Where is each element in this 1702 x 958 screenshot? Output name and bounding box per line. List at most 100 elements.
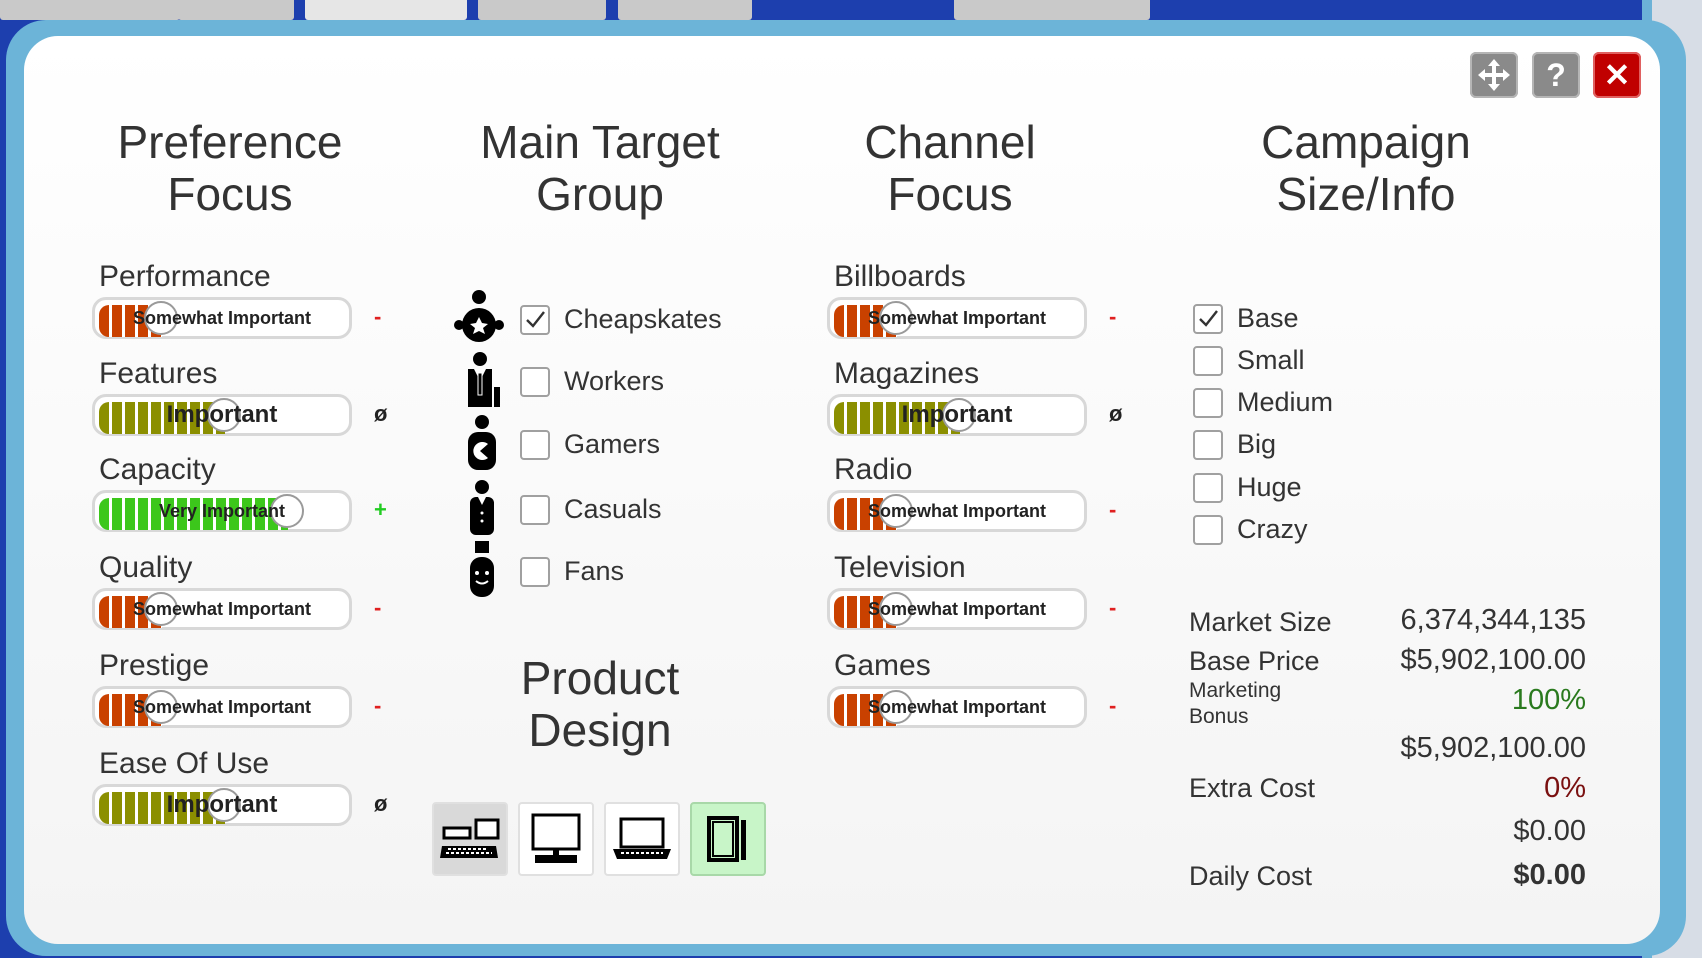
preference-slider-knob[interactable]	[207, 788, 241, 822]
size-big-checkbox[interactable]	[1193, 430, 1223, 460]
preference-label: Capacity	[99, 453, 216, 486]
main-target-group-title: Main Target Group	[480, 116, 720, 220]
design-tablet-button[interactable]	[690, 802, 766, 876]
preference-sign: -	[374, 304, 382, 329]
preference-level-text: Somewhat Important	[132, 598, 311, 619]
size-medium-checkbox[interactable]	[1193, 388, 1223, 418]
background-tab	[178, 0, 294, 20]
size-crazy-label: Crazy	[1237, 514, 1308, 544]
move-button[interactable]	[1470, 52, 1518, 98]
channel-slider-fill	[834, 402, 960, 434]
size-base-checkbox[interactable]	[1193, 304, 1223, 334]
channel-slider-knob[interactable]	[879, 301, 913, 335]
channel-slider[interactable]: Somewhat Important	[827, 588, 1087, 630]
channel-slider-knob[interactable]	[879, 592, 913, 626]
close-icon: ✕	[1603, 57, 1631, 93]
preference-level-text: Somewhat Important	[132, 307, 311, 328]
target-fans-checkbox[interactable]	[520, 557, 550, 587]
preference-slider[interactable]: Somewhat Important	[92, 588, 352, 630]
channel-label: Television	[834, 551, 966, 584]
channel-label: Billboards	[834, 260, 966, 293]
size-huge-label: Huge	[1237, 472, 1302, 502]
preference-label: Ease Of Use	[99, 747, 270, 780]
target-workers-label: Workers	[564, 366, 665, 396]
preference-slider-knob[interactable]	[144, 690, 178, 724]
preference-sign: -	[374, 595, 382, 620]
preference-slider-fill	[99, 792, 225, 824]
desktop-monitor-icon	[531, 813, 581, 863]
preference-sign: ø	[374, 401, 388, 426]
background-tab	[0, 0, 180, 20]
daily-cost-value: $0.00	[1513, 859, 1586, 891]
base-price-value: $5,902,100.00	[1400, 644, 1586, 676]
close-button[interactable]: ✕	[1593, 52, 1641, 98]
help-button[interactable]: ?	[1532, 52, 1580, 98]
target-fans-label: Fans	[564, 556, 625, 586]
preference-sign: ø	[374, 791, 388, 816]
preference-slider[interactable]: Important	[92, 394, 352, 436]
background-tab	[618, 0, 752, 20]
cheapskate-icon	[451, 289, 507, 350]
fan-icon	[462, 541, 502, 602]
channel-label: Games	[834, 649, 931, 682]
tablet-icon	[707, 816, 746, 862]
preference-level-text: Important	[166, 791, 278, 818]
channel-level-text: Somewhat Important	[867, 598, 1046, 619]
base-price-label: Base Price	[1189, 646, 1320, 676]
preference-slider[interactable]: Important	[92, 784, 352, 826]
campaign-size-info-title: Campaign Size/Info	[1261, 116, 1471, 220]
design-laptop-button[interactable]	[604, 802, 680, 876]
channel-label: Radio	[834, 453, 913, 486]
gamer-icon	[462, 414, 502, 475]
size-huge-checkbox[interactable]	[1193, 473, 1223, 503]
background-topbar	[0, 0, 1702, 22]
market-size-value: 6,374,344,135	[1400, 604, 1586, 636]
channel-slider-knob[interactable]	[879, 690, 913, 724]
channel-slider[interactable]: Somewhat Important	[827, 686, 1087, 728]
worker-icon	[462, 351, 502, 412]
preference-slider-knob[interactable]	[207, 398, 241, 432]
channel-sign: -	[1109, 304, 1117, 329]
size-medium-label: Medium	[1237, 387, 1334, 417]
channel-slider[interactable]: Somewhat Important	[827, 297, 1087, 339]
daily-cost-label: Daily Cost	[1189, 861, 1313, 891]
preference-slider-knob[interactable]	[144, 301, 178, 335]
preference-level-text: Important	[166, 401, 278, 428]
preference-slider[interactable]: Somewhat Important	[92, 686, 352, 728]
background-tab	[305, 0, 467, 20]
target-workers-checkbox[interactable]	[520, 367, 550, 397]
design-desktop-workstation-button[interactable]	[432, 802, 508, 876]
preference-slider-fill	[99, 402, 225, 434]
marketing-bonus-label: Marketing Bonus	[1189, 679, 1282, 728]
channel-slider-knob[interactable]	[879, 494, 913, 528]
preference-label: Quality	[99, 551, 193, 584]
size-crazy-checkbox[interactable]	[1193, 515, 1223, 545]
target-cheapskates-checkbox[interactable]	[520, 305, 550, 335]
channel-slider-knob[interactable]	[942, 398, 976, 432]
channel-focus-title: Channel Focus	[864, 116, 1036, 220]
market-size-label: Market Size	[1189, 607, 1332, 637]
channel-slider[interactable]: Important	[827, 394, 1087, 436]
channel-label: Magazines	[834, 357, 980, 390]
help-icon: ?	[1546, 56, 1566, 93]
preference-slider[interactable]: Very Important	[92, 490, 352, 532]
desktop-workstation-icon	[440, 818, 500, 858]
preference-sign: -	[374, 693, 382, 718]
move-icon	[1478, 59, 1510, 91]
channel-level-text: Somewhat Important	[867, 307, 1046, 328]
target-casuals-checkbox[interactable]	[520, 495, 550, 525]
preference-slider-knob[interactable]	[144, 592, 178, 626]
subtotal-value: $5,902,100.00	[1400, 732, 1586, 764]
preference-slider[interactable]: Somewhat Important	[92, 297, 352, 339]
target-gamers-checkbox[interactable]	[520, 430, 550, 460]
design-desktop-monitor-button[interactable]	[518, 802, 594, 876]
channel-slider[interactable]: Somewhat Important	[827, 490, 1087, 532]
preference-level-text: Somewhat Important	[132, 696, 311, 717]
preference-level-text: Very Important	[158, 500, 286, 521]
preference-slider-knob[interactable]	[270, 494, 304, 528]
preference-sign: +	[374, 497, 387, 522]
product-design-title: Product Design	[520, 652, 680, 756]
size-small-checkbox[interactable]	[1193, 346, 1223, 376]
channel-sign: -	[1109, 595, 1117, 620]
background-tab	[478, 0, 606, 20]
